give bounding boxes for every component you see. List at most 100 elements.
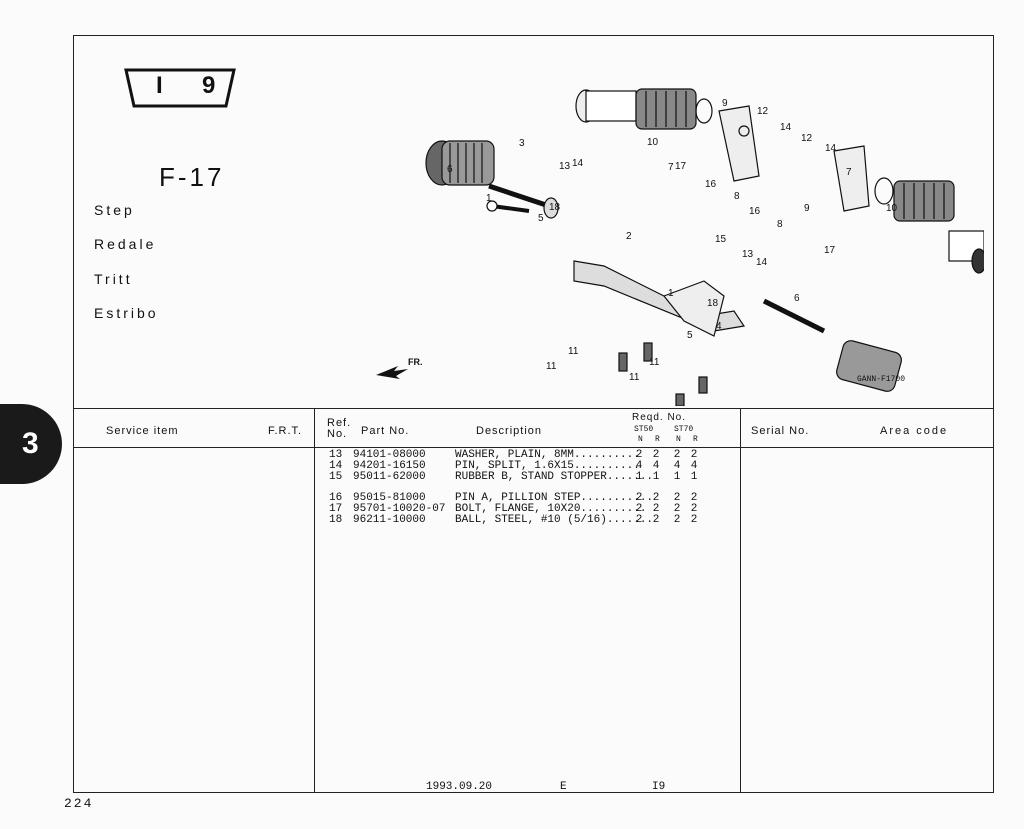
qty-cell: 4	[635, 460, 643, 472]
part-no-cell: 95011-62000	[353, 471, 426, 483]
callout-10b: 10	[886, 203, 898, 214]
qty-cell: 1	[673, 471, 681, 483]
ref-cell: 14	[329, 460, 343, 472]
description-cell: WASHER, PLAIN, 8MM..........	[455, 449, 640, 461]
ref-cell: 18	[329, 514, 343, 526]
description-cell: BALL, STEEL, #10 (5/16).......	[455, 514, 654, 526]
qty-cell: 2	[652, 503, 660, 515]
part-no-cell: 94101-08000	[353, 449, 426, 461]
front-arrow-label: FR.	[408, 357, 423, 367]
part-no-cell: 94201-16150	[353, 460, 426, 472]
col-ref-no: Ref. No.	[327, 417, 352, 440]
callout-8b: 8	[777, 219, 783, 230]
callout-11c: 11	[649, 357, 660, 368]
callout-7b: 7	[846, 167, 852, 178]
ref-cell: 15	[329, 471, 343, 483]
table-divider	[74, 408, 993, 409]
badge-right: 9	[202, 72, 216, 99]
qty-cell: 2	[635, 492, 643, 504]
callout-11b: 11	[546, 361, 557, 372]
description-cell: PIN A, PILLION STEP...........	[455, 492, 654, 504]
ref-cell: 13	[329, 449, 343, 461]
callout-6b: 6	[794, 293, 800, 304]
callout-13: 13	[559, 161, 571, 172]
description-cell: PIN, SPLIT, 1.6X15..........	[455, 460, 640, 472]
section-number: 3	[22, 427, 39, 460]
col-sub-2: R	[655, 435, 660, 444]
qty-cell: 2	[635, 514, 643, 526]
figure-number: F-17	[159, 162, 225, 192]
callout-17b: 17	[824, 245, 836, 256]
exploded-diagram	[425, 88, 984, 406]
callout-5: 5	[538, 213, 544, 224]
callout-1: 1	[486, 193, 492, 204]
callout-14c: 14	[572, 158, 584, 169]
footer-edition: E	[560, 781, 567, 793]
qty-cell: 1	[635, 471, 643, 483]
figure-badge: I 9	[122, 68, 238, 108]
col-service-item: Service item	[106, 425, 179, 437]
part-name-de: Tritt	[94, 271, 133, 287]
qty-cell: 2	[673, 492, 681, 504]
ref-cell: 17	[329, 503, 343, 515]
callout-9b: 9	[804, 203, 810, 214]
callout-7: 7	[668, 162, 674, 173]
callout-16: 16	[705, 179, 717, 190]
callout-11: 11	[568, 346, 579, 357]
qty-cell: 1	[690, 471, 698, 483]
col-reqd-no: Reqd. No.	[632, 412, 687, 423]
callout-10: 10	[647, 137, 659, 148]
qty-cell: 4	[673, 460, 681, 472]
qty-cell: 2	[652, 492, 660, 504]
table-header-line	[74, 447, 993, 448]
qty-cell: 1	[652, 471, 660, 483]
column-line	[740, 409, 741, 793]
callout-14: 14	[780, 122, 792, 133]
callout-6: 6	[447, 164, 453, 175]
callout-12b: 12	[801, 133, 813, 144]
callout-9: 9	[722, 98, 728, 109]
col-model-a: ST50	[634, 425, 654, 434]
qty-cell: 2	[690, 492, 698, 504]
qty-cell: 2	[690, 449, 698, 461]
callout-18: 18	[549, 202, 561, 213]
description-cell: BOLT, FLANGE, 10X20..........	[455, 503, 647, 515]
callout-13b: 13	[742, 249, 754, 260]
qty-cell: 2	[673, 503, 681, 515]
callout-5b: 5	[687, 330, 693, 341]
description-cell: RUBBER B, STAND STOPPER.......	[455, 471, 654, 483]
callout-14d: 14	[756, 257, 768, 268]
qty-cell: 2	[673, 449, 681, 461]
col-sub-4: R	[693, 435, 698, 444]
col-sub-3: N	[676, 435, 681, 444]
front-arrow: FR.	[374, 357, 423, 386]
callout-17: 17	[675, 161, 687, 172]
page-number: 224	[64, 796, 94, 811]
footpeg-rubber-left	[425, 140, 495, 186]
col-sub-1: N	[638, 435, 643, 444]
col-serial-no: Serial No.	[751, 425, 810, 437]
col-frt: F.R.T.	[268, 425, 303, 437]
page-frame: I 9 F-17 Step Redale Tritt Estribo	[73, 35, 994, 793]
col-model-b: ST70	[674, 425, 694, 434]
col-area-code: Area code	[880, 425, 949, 437]
qty-cell: 2	[652, 449, 660, 461]
part-name-es: Estribo	[94, 305, 159, 321]
callout-11d: 11	[629, 372, 640, 383]
qty-cell: 2	[652, 514, 660, 526]
callout-12: 12	[757, 106, 769, 117]
callout-16b: 16	[749, 206, 761, 217]
badge-left: I	[156, 72, 163, 99]
callout-3: 3	[519, 138, 525, 149]
qty-cell: 2	[690, 503, 698, 515]
callout-1b: 1	[668, 288, 674, 299]
callout-18b: 18	[707, 298, 719, 309]
callout-14b: 14	[825, 143, 837, 154]
qty-cell: 2	[635, 449, 643, 461]
part-no-cell: 96211-10000	[353, 514, 426, 526]
callout-4: 4	[716, 321, 722, 332]
qty-cell: 2	[690, 514, 698, 526]
column-line	[314, 409, 315, 793]
part-name-fr: Redale	[94, 236, 157, 252]
part-name-en: Step	[94, 202, 135, 218]
